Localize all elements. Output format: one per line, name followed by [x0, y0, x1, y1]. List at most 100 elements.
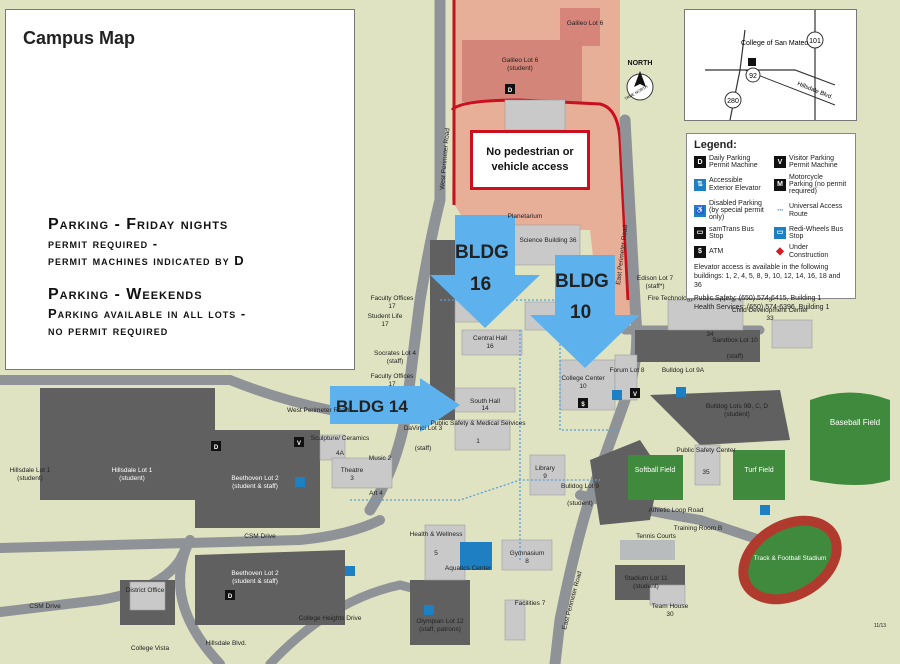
label-science-36: Science Building 36 [519, 237, 576, 244]
bldg-16-label-line2: 16 [470, 274, 491, 295]
bldg-10-label-line1: BLDG [555, 271, 609, 292]
daily-permit-icon: D [694, 156, 706, 169]
atm-marker-icon: $ [581, 402, 585, 408]
label-gymnasium: Gymnasium [510, 550, 545, 557]
label-faculty-offices-a-num: 17 [388, 303, 396, 310]
legend-label: samTrans Bus Stop [709, 225, 754, 241]
friday-heading: Parking - Friday nights [48, 216, 229, 233]
label-public-safety-center-num: 35 [702, 469, 710, 476]
label-athletic-loop-road: Athletic Loop Road [649, 507, 704, 514]
permit-machine-beethoven-south-icon: D [228, 594, 233, 600]
label-hillsdale-lot-1-b-sub: (student) [119, 475, 145, 482]
label-csm-drive: CSM Drive [244, 533, 276, 540]
central-hall-16 [461, 329, 523, 356]
building-callout-arrows [330, 215, 640, 432]
legend-label: Universal Access Route [789, 203, 843, 218]
legend-label: Motorcycle Parking (no permit required) [789, 173, 847, 196]
theatre-3 [331, 457, 393, 489]
label-csm-drive-2: CSM Drive [29, 603, 61, 610]
label-stadium-lot-11-sub: (student) [633, 583, 659, 590]
wheelchair-icon: ♿ [694, 204, 706, 217]
legend-grid: D Daily Parking Permit Machine V Visitor… [694, 155, 848, 259]
legend-label: Accessible Exterior Elevator [709, 177, 761, 192]
label-tennis-courts: Tennis Courts [636, 533, 676, 540]
map-markers: D V D D $ V [211, 84, 770, 615]
label-district-office: District Office [126, 587, 165, 594]
label-planetarium: Planetarium [508, 213, 543, 220]
sandbox-lot-10 [635, 330, 760, 362]
inset-label-92: 92 [749, 73, 757, 80]
label-olympian-lot-12-sub: (staff, patrons) [419, 626, 461, 633]
no-access-line2: vehicle access [491, 161, 569, 173]
label-central-hall-num: 16 [486, 343, 494, 350]
legend-item-visitor-permit: V Visitor Parking Permit Machine [774, 155, 848, 170]
label-fire-technology-num: 34 [706, 331, 714, 338]
legend-label: Redi-Wheels Bus Stop [789, 225, 844, 241]
label-west-perimeter-road: West Perimeter Road [287, 407, 349, 414]
weekend-line1: Parking available in all lots - [48, 306, 247, 321]
label-college-center-num: 10 [579, 383, 587, 390]
label-sandbox-lot-10: Sandbox Lot 10 [712, 337, 758, 344]
district-office [129, 581, 166, 611]
map-labels: Galileo Lot 6 Galileo Lot 6 (student) Pl… [10, 20, 887, 652]
label-health-wellness-num: 5 [434, 550, 438, 557]
inset-campus-marker [748, 58, 756, 66]
label-south-hall: South Hall [470, 398, 501, 405]
friday-line1: permit required - [48, 236, 159, 251]
bldg-10-arrow [530, 255, 640, 368]
disabled-parking-forum [612, 390, 622, 400]
label-davinci-lot-3: DaVinci Lot 3 [404, 425, 443, 432]
bulldog-lots-9bcd [650, 390, 790, 445]
friday-line2: permit machines indicated by D [48, 253, 245, 268]
label-aquatics-center: Aquatics Center [445, 565, 492, 572]
locator-inset-svg: 101 92 280 College of San Mateo Hillsdal… [705, 10, 836, 121]
label-faculty-offices-b: Faculty Offices [371, 373, 415, 380]
tennis-courts [620, 540, 675, 560]
access-route-icon: ··· [777, 205, 784, 216]
label-college-vista: College Vista [131, 645, 170, 652]
disabled-parking-athletic [760, 505, 770, 515]
visitor-permit-machine [294, 437, 304, 447]
label-track-stadium: Track & Football Stadium [754, 555, 827, 562]
legend-item-samtrans: ▭ samTrans Bus Stop [694, 226, 768, 241]
weekend-heading: Parking - Weekends [48, 286, 203, 303]
visitor-permit-icon: V [774, 156, 786, 169]
legend-label: Daily Parking Permit Machine [709, 155, 758, 170]
legend-label: Under Construction [789, 244, 829, 259]
north-label: NORTH [627, 60, 653, 67]
facilities-7 [504, 599, 526, 641]
label-edison-7: Edison Lot 7 [637, 275, 674, 282]
label-training-room: Training Room B [674, 525, 723, 532]
label-bulldog-lots-9bcd-sub: (student) [724, 411, 750, 418]
gymnasium-8 [501, 539, 553, 571]
north-arrow: NORTH TRUE NORTH [615, 60, 665, 110]
baseball-field [810, 392, 890, 485]
map-legend: Legend: D Daily Parking Permit Machine V… [686, 133, 856, 311]
aquatics-pool [460, 542, 492, 570]
label-olympian-lot-12: Olympian Lot 12 [416, 618, 464, 625]
label-music-2: Music 2 [369, 455, 392, 462]
visitor-permit-machine-forum [630, 388, 640, 398]
label-library-num: 9 [543, 473, 547, 480]
label-theatre: Theatre [341, 467, 364, 474]
construction-icon: ◆ [776, 245, 784, 257]
disabled-parking-olympian [424, 605, 434, 615]
inset-road-92 [705, 69, 836, 86]
label-stadium-lot-11: Stadium Lot 11 [624, 575, 668, 582]
contact-info: Public Safety: (650) 574-6415, Building … [694, 294, 848, 312]
label-socrates-lot-4-sub: (staff) [387, 358, 404, 365]
elevator-note: Elevator access is available in the foll… [694, 264, 841, 289]
public-safety-contact: Public Safety: (650) 574-6415, Building … [694, 295, 822, 303]
team-house-30 [649, 584, 686, 606]
permit-machine-beethoven-icon: D [214, 445, 219, 451]
sculpture-ceramics-4a [319, 434, 346, 461]
label-health-wellness: Health & Wellness [410, 531, 464, 538]
label-child-development-num: 33 [766, 315, 774, 322]
public-safety-medical-1 [454, 419, 511, 451]
weekend-line2: no permit required [48, 323, 169, 338]
fire-technology-34 [667, 299, 744, 331]
label-version: 11/13 [874, 623, 886, 629]
public-safety-center-35 [694, 444, 721, 486]
label-beethoven-lot-2-b-sub: (student & staff) [232, 578, 278, 585]
galileo-lot-6-area [462, 40, 582, 102]
